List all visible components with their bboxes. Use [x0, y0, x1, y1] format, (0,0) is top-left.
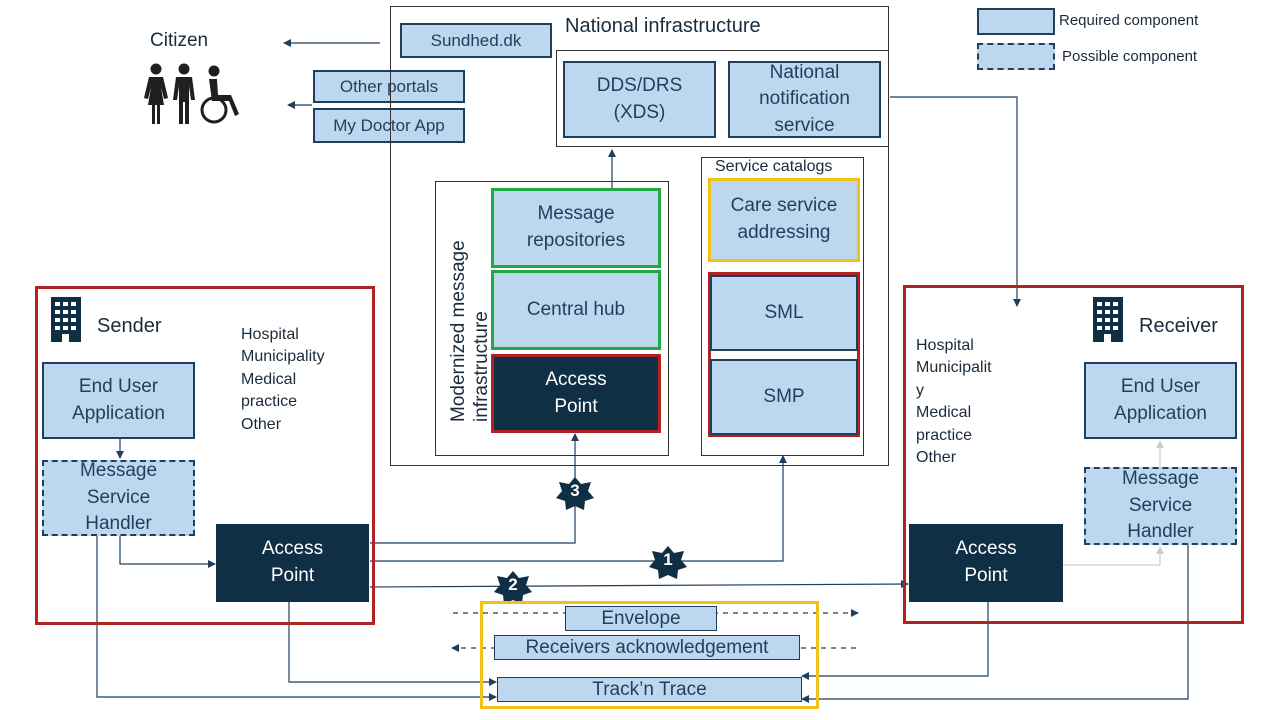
my-doctor-app: My Doctor App	[313, 108, 465, 143]
step-2-label: 2	[508, 575, 518, 594]
receiver-organizations: Hospital Municipalit y Medical practice …	[916, 337, 992, 466]
smp: SMP	[710, 359, 858, 435]
sender-organizations: Hospital Municipality Medical practice O…	[241, 326, 325, 433]
badge-1-shape	[649, 546, 687, 579]
other-portals: Other portals	[313, 70, 465, 103]
service-catalogs-title: Service catalogs	[715, 158, 833, 175]
step-1-label: 1	[663, 550, 673, 569]
legend-required-label: Required component	[1059, 12, 1199, 29]
arrow-step2	[369, 580, 909, 589]
modernized-infrastructure-frame	[435, 181, 669, 456]
receiver-access-point: Access Point	[909, 524, 1063, 602]
receiver-frame	[903, 285, 1244, 624]
arrow-step3	[370, 433, 579, 544]
sender-building-icon	[51, 297, 81, 342]
central-hub: Central hub	[491, 270, 661, 350]
receiver-building-icon	[1093, 297, 1123, 342]
track-n-trace: Track’n Trace	[497, 677, 802, 702]
arrow-notification-to-receiver	[890, 96, 1021, 307]
sml-smp-group	[708, 272, 860, 437]
sender-frame	[35, 286, 375, 625]
step-3-label: 3	[570, 481, 580, 500]
citizen-people-icon	[144, 63, 239, 124]
arrow-receiver-handler-to-trace	[801, 545, 1189, 703]
dds-drs-xds: DDS/DRS (XDS)	[563, 61, 716, 138]
receiver-title: Receiver	[1139, 315, 1218, 337]
receivers-acknowledgement: Receivers acknowledgement	[494, 635, 800, 660]
receiver-end-user-application: End User Application	[1084, 362, 1237, 439]
arrow-receiver-ap-to-trace	[801, 602, 989, 680]
national-notification-service: National notification service	[728, 61, 881, 138]
arrow-handler-to-trace	[96, 536, 497, 701]
envelope: Envelope	[565, 606, 717, 631]
sender-access-point: Access Point	[216, 524, 369, 602]
citizen-label: Citizen	[150, 30, 209, 51]
national-services-frame	[556, 50, 889, 147]
badge-3-shape	[556, 477, 594, 510]
sender-end-user-application: End User Application	[42, 362, 195, 439]
arrow-ap-to-trace	[288, 602, 497, 686]
message-repositories: Message repositories	[491, 188, 661, 268]
sml: SML	[710, 275, 858, 351]
receiver-message-service-handler: Message Service Handler	[1084, 467, 1237, 545]
messaging-flow-frame	[480, 601, 819, 709]
care-service-addressing: Care service addressing	[708, 178, 860, 262]
arrow-step1	[370, 455, 787, 562]
arrow-handler-to-ap	[119, 536, 216, 568]
badge-2-shape	[494, 571, 532, 604]
national-infrastructure-title: National infrastructure	[565, 15, 761, 37]
modernized-infrastructure-title: Modernized message infrastructure	[448, 240, 492, 422]
sender-title: Sender	[97, 315, 162, 337]
sundhed-portal: Sundhed.dk	[400, 23, 552, 58]
legend-required-swatch	[977, 8, 1055, 35]
service-catalogs-frame	[701, 157, 864, 456]
step-badges	[494, 477, 687, 604]
central-access-point: Access Point	[491, 354, 661, 433]
national-infrastructure-frame	[390, 6, 889, 466]
sender-message-service-handler: Message Service Handler	[42, 460, 195, 536]
legend-possible-label: Possible component	[1062, 48, 1198, 65]
legend-possible-swatch	[977, 43, 1055, 70]
arrow-receiver-ap-to-handler	[1063, 546, 1164, 566]
